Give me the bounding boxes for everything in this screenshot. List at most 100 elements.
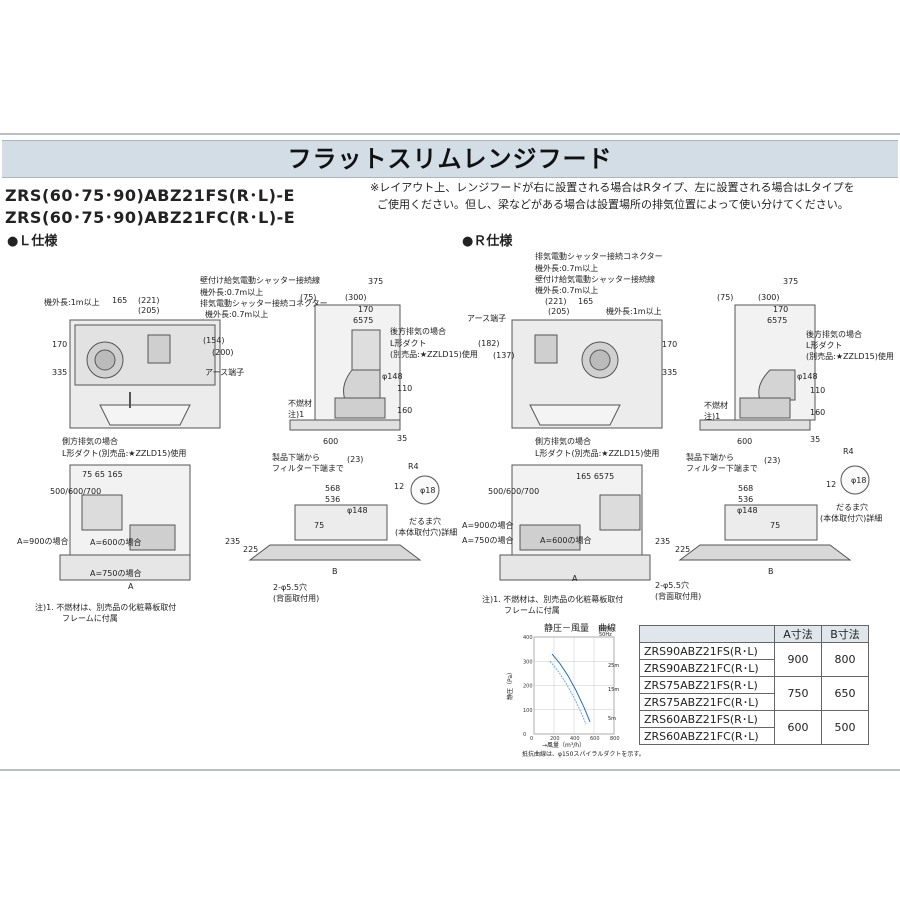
l-filter-bottom: フィルター下端まで (272, 464, 344, 473)
l-note1-label: 注)1 (288, 410, 305, 419)
l-dim-170: 170 (52, 340, 68, 349)
footnote-l-1: 注)1. 不燃材は、別売品の化粧幕板取付 (35, 603, 177, 612)
chart-title: 静圧－風量 曲線 (544, 624, 617, 634)
l-noncomb-label: 不燃材 (288, 399, 312, 408)
r-a600: A=600の場合 (540, 536, 592, 545)
l-dim-148: φ148 (382, 372, 403, 381)
l-dim-B: B (332, 567, 338, 576)
chart-footnote: 抵抗曲線は、φ150スパイラルダクトを示す。 (522, 751, 645, 758)
l-dim-568: 568 (325, 484, 341, 493)
l-rear-exhaust-label: 後方排気の場合 (390, 327, 446, 336)
chart-x-tick: 600 (590, 736, 600, 742)
l-dim-225: 225 (243, 545, 259, 554)
l-dim-200: (200) (212, 348, 234, 357)
table-cell-model: ZRS60ABZ21FC(R･L) (639, 727, 775, 745)
footnote-l-2: フレームに付属 (62, 614, 118, 623)
r-earth-label: アース端子 (467, 314, 507, 323)
l-dim-300: (300) (345, 293, 367, 302)
chart-series-line (549, 660, 587, 725)
r-dim-182: (182) (478, 339, 500, 348)
l-dim-235: 235 (225, 537, 241, 546)
table-row: ZRS60ABZ21FC(R･L) (639, 727, 869, 745)
l-wall-shutter-label: 壁付け給気電動シャッター接続線 (200, 276, 320, 285)
l-dim-221: (221) (138, 296, 160, 305)
l-hole: 2-φ5.5穴 (273, 583, 307, 592)
table-row: ZRS60ABZ21FS(R･L) 600 500 (639, 710, 869, 745)
l-product-bottom: 製品下端から (272, 453, 320, 462)
l-dim-154: (154) (203, 336, 225, 345)
r-lduct-label: L形ダクト (806, 341, 843, 350)
r-outside-len-label: 機外長:0.7m以上 (535, 264, 599, 273)
r-dim-23: (23) (764, 456, 781, 465)
l-back-mount: (背面取付用) (273, 594, 320, 603)
r-rear-exhaust-label: 後方排気の場合 (806, 330, 862, 339)
l-exhaust-shutter-label: 排気電動シャッター接続コネクター (200, 299, 328, 308)
chart-y-tick: 0 (523, 732, 526, 738)
chart-legend-60: 60Hz (599, 626, 612, 632)
r-dim-165: 165 (578, 297, 594, 306)
table-header-row: A寸法 B寸法 (639, 625, 869, 643)
r-exhaust-shutter-label: 排気電動シャッター接続コネクター (535, 252, 663, 261)
model-line-2: ZRS(60･75･90)ABZ21FC(R･L)-E (5, 208, 296, 227)
table-cell-b: 800 (821, 642, 869, 677)
r-a750: A=750の場合 (462, 536, 514, 545)
l-outside-len-label-2: 機外長:0.7m以上 (205, 310, 269, 319)
table-header-a: A寸法 (774, 625, 822, 643)
table-cell-a: 750 (774, 676, 822, 711)
table-cell-model: ZRS90ABZ21FC(R･L) (639, 659, 775, 677)
model-line-1: ZRS(60･75･90)ABZ21FS(R･L)-E (5, 186, 295, 205)
r-dim-12: 12 (826, 480, 837, 489)
r-dim-221: (221) (545, 297, 567, 306)
l-dim-170b: 170 (358, 305, 374, 314)
spec-r-heading: ●Ｒ仕様 (462, 234, 513, 249)
r-wall-shutter-label: 壁付け給気電動シャッター接続線 (535, 275, 655, 284)
r-dim-35: 35 (810, 435, 821, 444)
footnote-r-1: 注)1. 不燃材は、別売品の化粧幕板取付 (482, 595, 624, 604)
table-cell-a: 600 (774, 710, 822, 745)
r-note1-label: 注)1 (704, 412, 721, 421)
table-header-b: B寸法 (821, 625, 869, 643)
r-dim-536: 536 (738, 495, 754, 504)
r-back-mount: (背面取付用) (655, 592, 702, 601)
l-front-elevation (294, 504, 388, 541)
l-lduct-label: L形ダクト (390, 339, 427, 348)
r-dim-75b: 75 (770, 521, 781, 530)
chart-y-tick: 200 (523, 684, 533, 690)
r-dim-137: (137) (493, 351, 515, 360)
chart-right-5m: 5m (608, 716, 617, 722)
l-dim-6575: 6575 (353, 316, 374, 325)
chart-y-tick: 300 (523, 659, 533, 665)
l-dim-160: 160 (397, 406, 413, 415)
r-dim-6575: 6575 (767, 316, 788, 325)
r-hole: 2-φ5.5穴 (655, 581, 689, 590)
r-outside-len-1m: 機外長:1m以上 (606, 307, 662, 316)
r-dim-148b: φ148 (737, 506, 758, 515)
r-dim-205: (205) (548, 307, 570, 316)
r-dim-R4: R4 (843, 447, 854, 456)
l-dim-A: A (128, 582, 134, 591)
r-dim-B: B (768, 567, 774, 576)
r-dim-235: 235 (655, 537, 671, 546)
l-dim-23: (23) (347, 455, 364, 464)
r-product-bottom: 製品下端から (686, 453, 734, 462)
l-dim-75p: (75) (300, 293, 317, 302)
l-dim-335: 335 (52, 368, 68, 377)
r-dim-300: (300) (758, 293, 780, 302)
r-front-elevation (724, 504, 818, 541)
r-dim-148: φ148 (797, 372, 818, 381)
title-banner: フラットスリムレンジフード (2, 140, 898, 178)
l-earth-label: アース端子 (205, 368, 245, 377)
l-outside-len-1m: 機外長:1m以上 (44, 298, 100, 307)
r-noncomb-label: 不燃材 (704, 401, 728, 410)
r-filter-bottom: フィルター下端まで (686, 464, 758, 473)
r-dim-335: 335 (662, 368, 678, 377)
l-a900: A=900の場合 (17, 537, 69, 546)
r-dim-110: 110 (810, 386, 826, 395)
chart-right-25m: 25m (608, 663, 620, 669)
r-dim-225: 225 (675, 545, 691, 554)
table-cell-model: ZRS90ABZ21FS(R･L) (639, 642, 775, 660)
chart-series-line (551, 653, 591, 723)
l-dim-18: φ18 (420, 486, 436, 495)
chart-right-15m: 15m (608, 687, 620, 693)
